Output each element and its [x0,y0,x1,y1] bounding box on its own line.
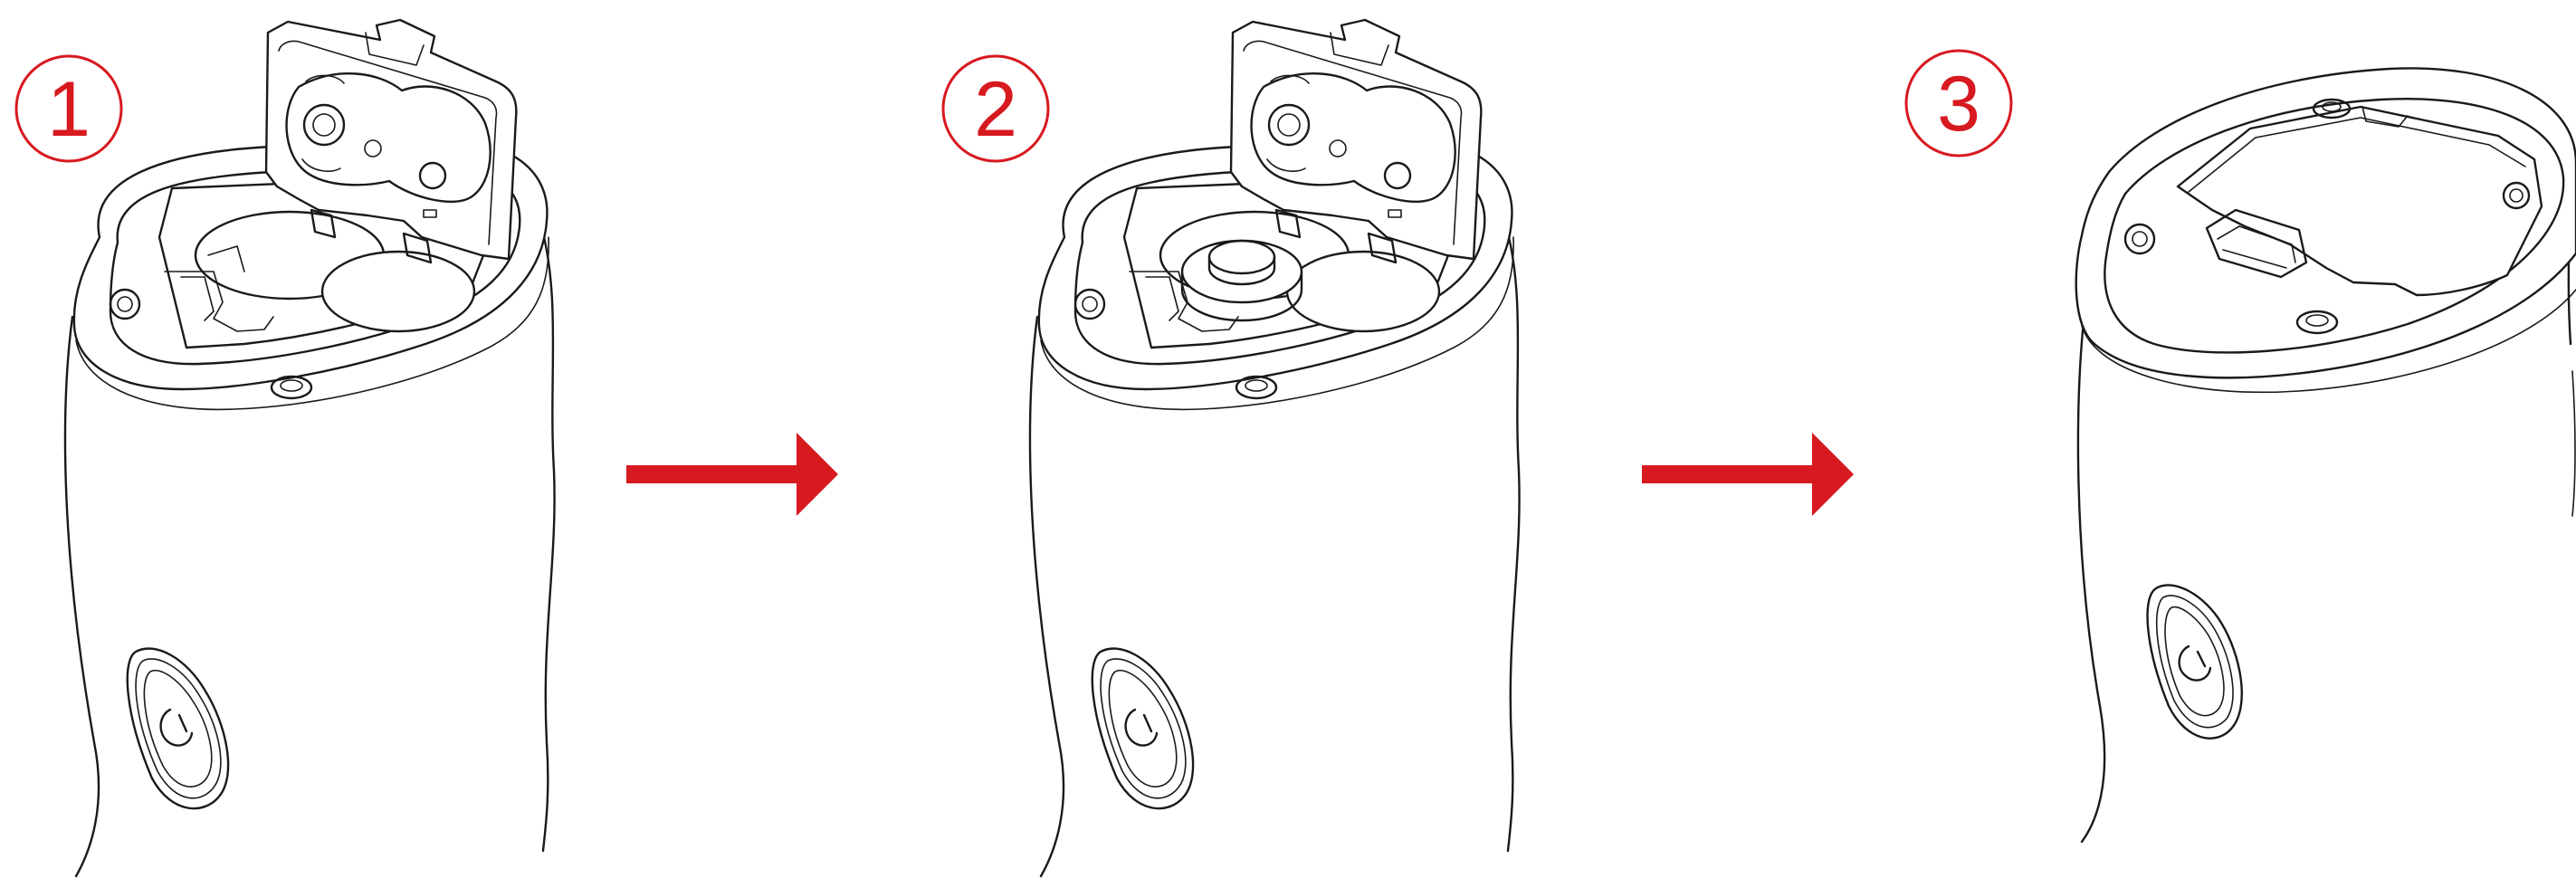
step-2: 2 [943,20,1520,876]
step-number-1: 1 [47,66,91,153]
battery-compartment-open-with-battery-icon [1030,20,1520,876]
step-badge-2: 2 [943,56,1048,161]
step-badge-3: 3 [1906,51,2011,156]
battery-compartment-open-empty-icon [65,20,555,876]
right-arrow-icon [1642,433,1854,516]
step-number-2: 2 [974,66,1017,153]
right-arrow-icon [626,433,838,516]
step-1: 1 [16,20,555,876]
step-badge-1: 1 [16,56,121,161]
battery-compartment-closed-icon [2076,68,2576,842]
step-3: 3 [1906,51,2576,842]
step-number-3: 3 [1937,61,1980,148]
